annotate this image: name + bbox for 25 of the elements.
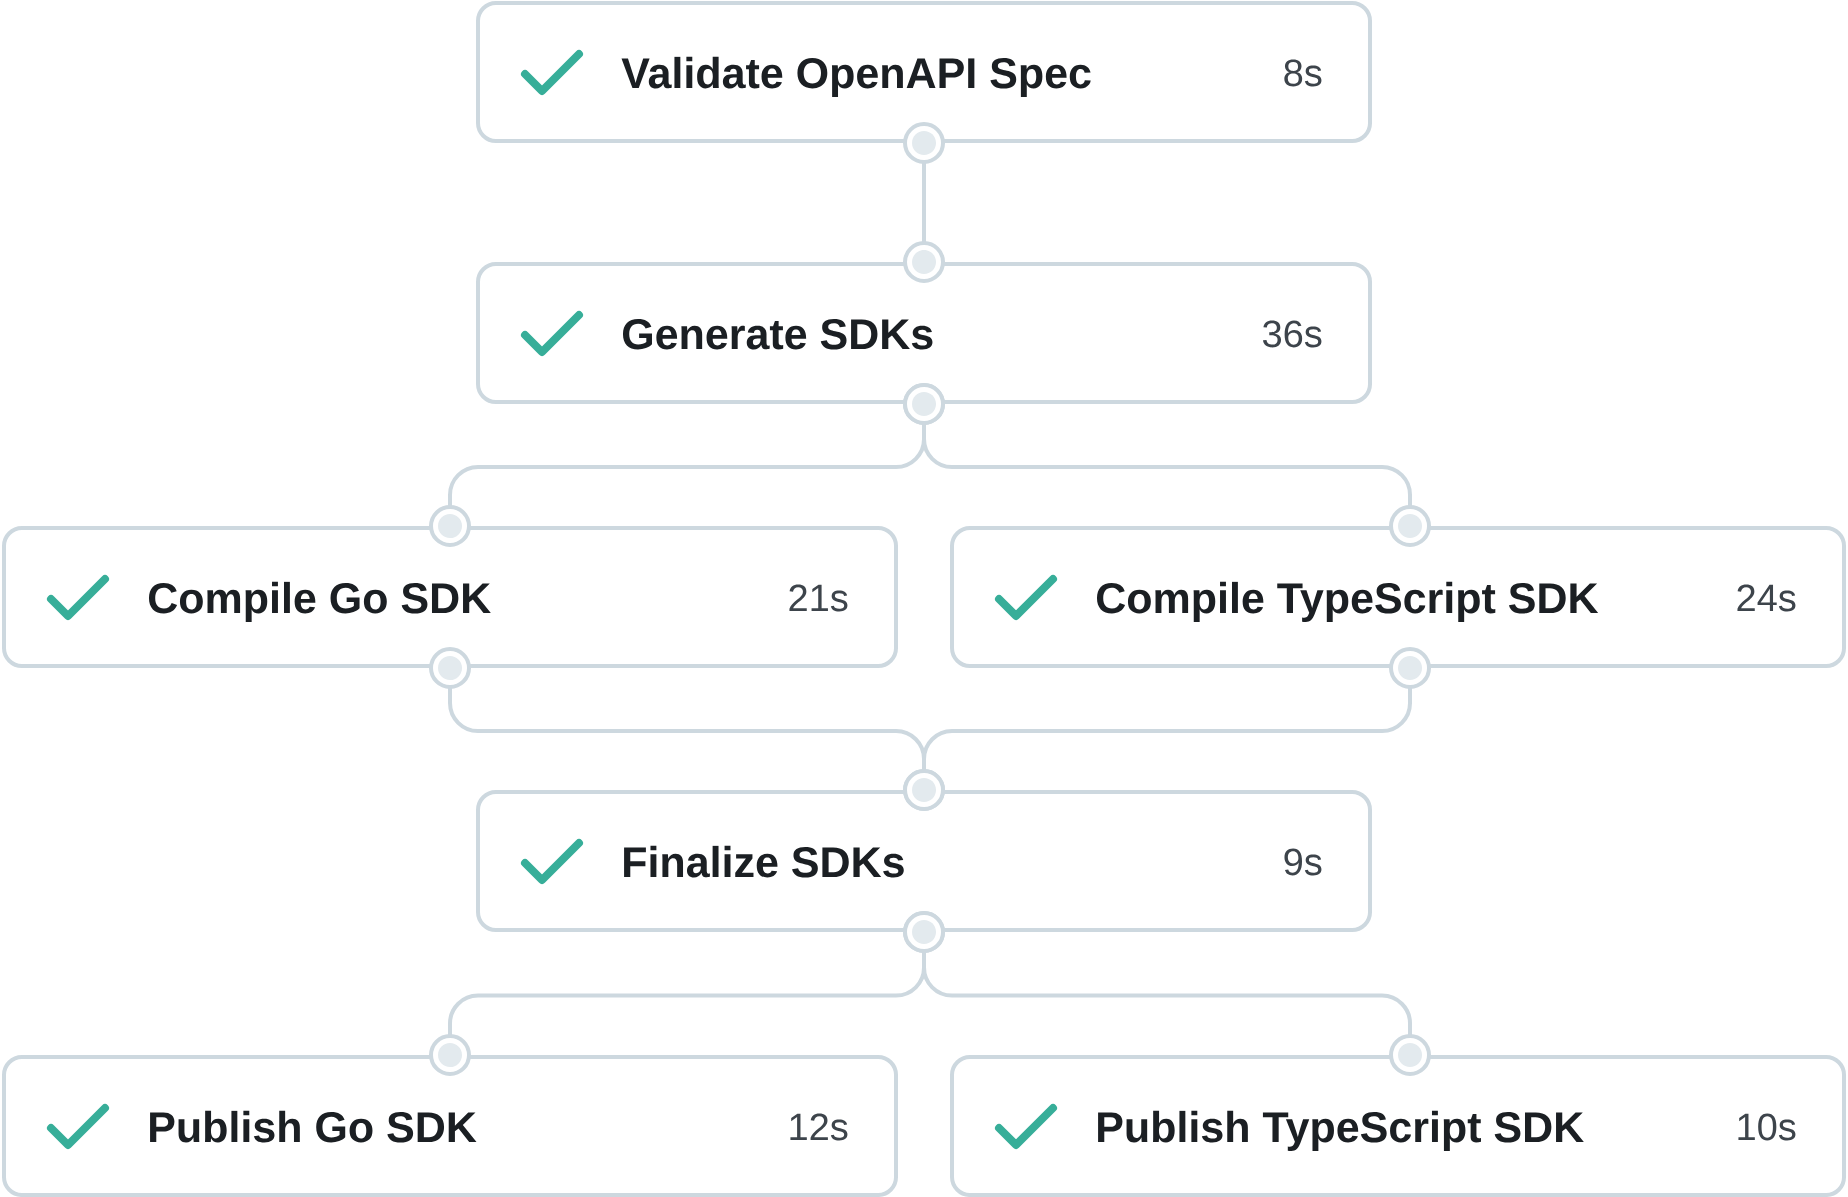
duration: 21s [789,584,848,612]
step-name: Finalize SDKs [624,845,904,878]
connector [903,911,1431,1076]
step-box [476,262,1372,404]
step-box [2,526,898,668]
duration: 36s [1263,320,1322,348]
connector [903,122,945,283]
step-box [476,1,1372,143]
step-name: Publish TypeScript SDK [1098,1110,1584,1151]
duration: 24s [1737,584,1796,612]
duration: 9s [1284,848,1322,876]
step-name: Compile TypeScript SDK [1097,581,1599,622]
step-box [950,1055,1847,1197]
duration: 8s [1284,59,1322,87]
connector [903,647,1431,811]
duration: 10s [1738,1113,1796,1141]
step-box [476,790,1372,932]
step-name: Validate OpenAPI Spec [621,56,1091,97]
step-name: Publish Go SDK [150,1110,477,1143]
connector [903,383,1431,547]
step-name: Generate SDKs [622,319,933,350]
step-name: Compile Go SDK [148,581,491,622]
step-box [950,526,1847,668]
duration: 12s [790,1113,848,1141]
step-box [2,1055,898,1197]
